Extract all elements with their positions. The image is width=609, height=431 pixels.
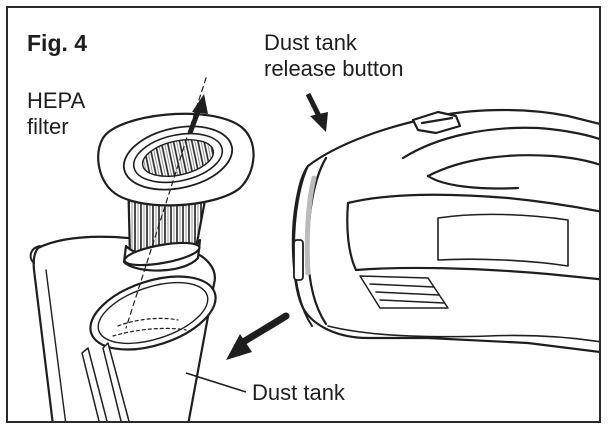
lift-arrow-icon xyxy=(187,94,208,134)
removal-arrow-icon xyxy=(226,312,290,360)
release-button-label-line2: release button xyxy=(264,56,404,81)
vacuum-illustration xyxy=(29,77,599,421)
hepa-filter-label-line1: HEPA xyxy=(27,88,86,113)
hepa-filter xyxy=(97,77,255,329)
vacuum-body xyxy=(291,108,599,353)
dust-tank-leader-line xyxy=(185,372,247,393)
annotation-arrows xyxy=(185,92,328,393)
press-arrow-icon xyxy=(305,92,328,132)
release-button-label-line1: Dust tank xyxy=(264,30,357,55)
figure-title: Fig. 4 xyxy=(27,30,88,56)
dust-tank xyxy=(29,235,217,421)
dust-tank-label: Dust tank xyxy=(252,380,345,405)
hepa-filter-label-line2: filter xyxy=(27,114,69,139)
instruction-figure: Fig. 4 HEPA filter Dust tank release but… xyxy=(6,6,601,423)
